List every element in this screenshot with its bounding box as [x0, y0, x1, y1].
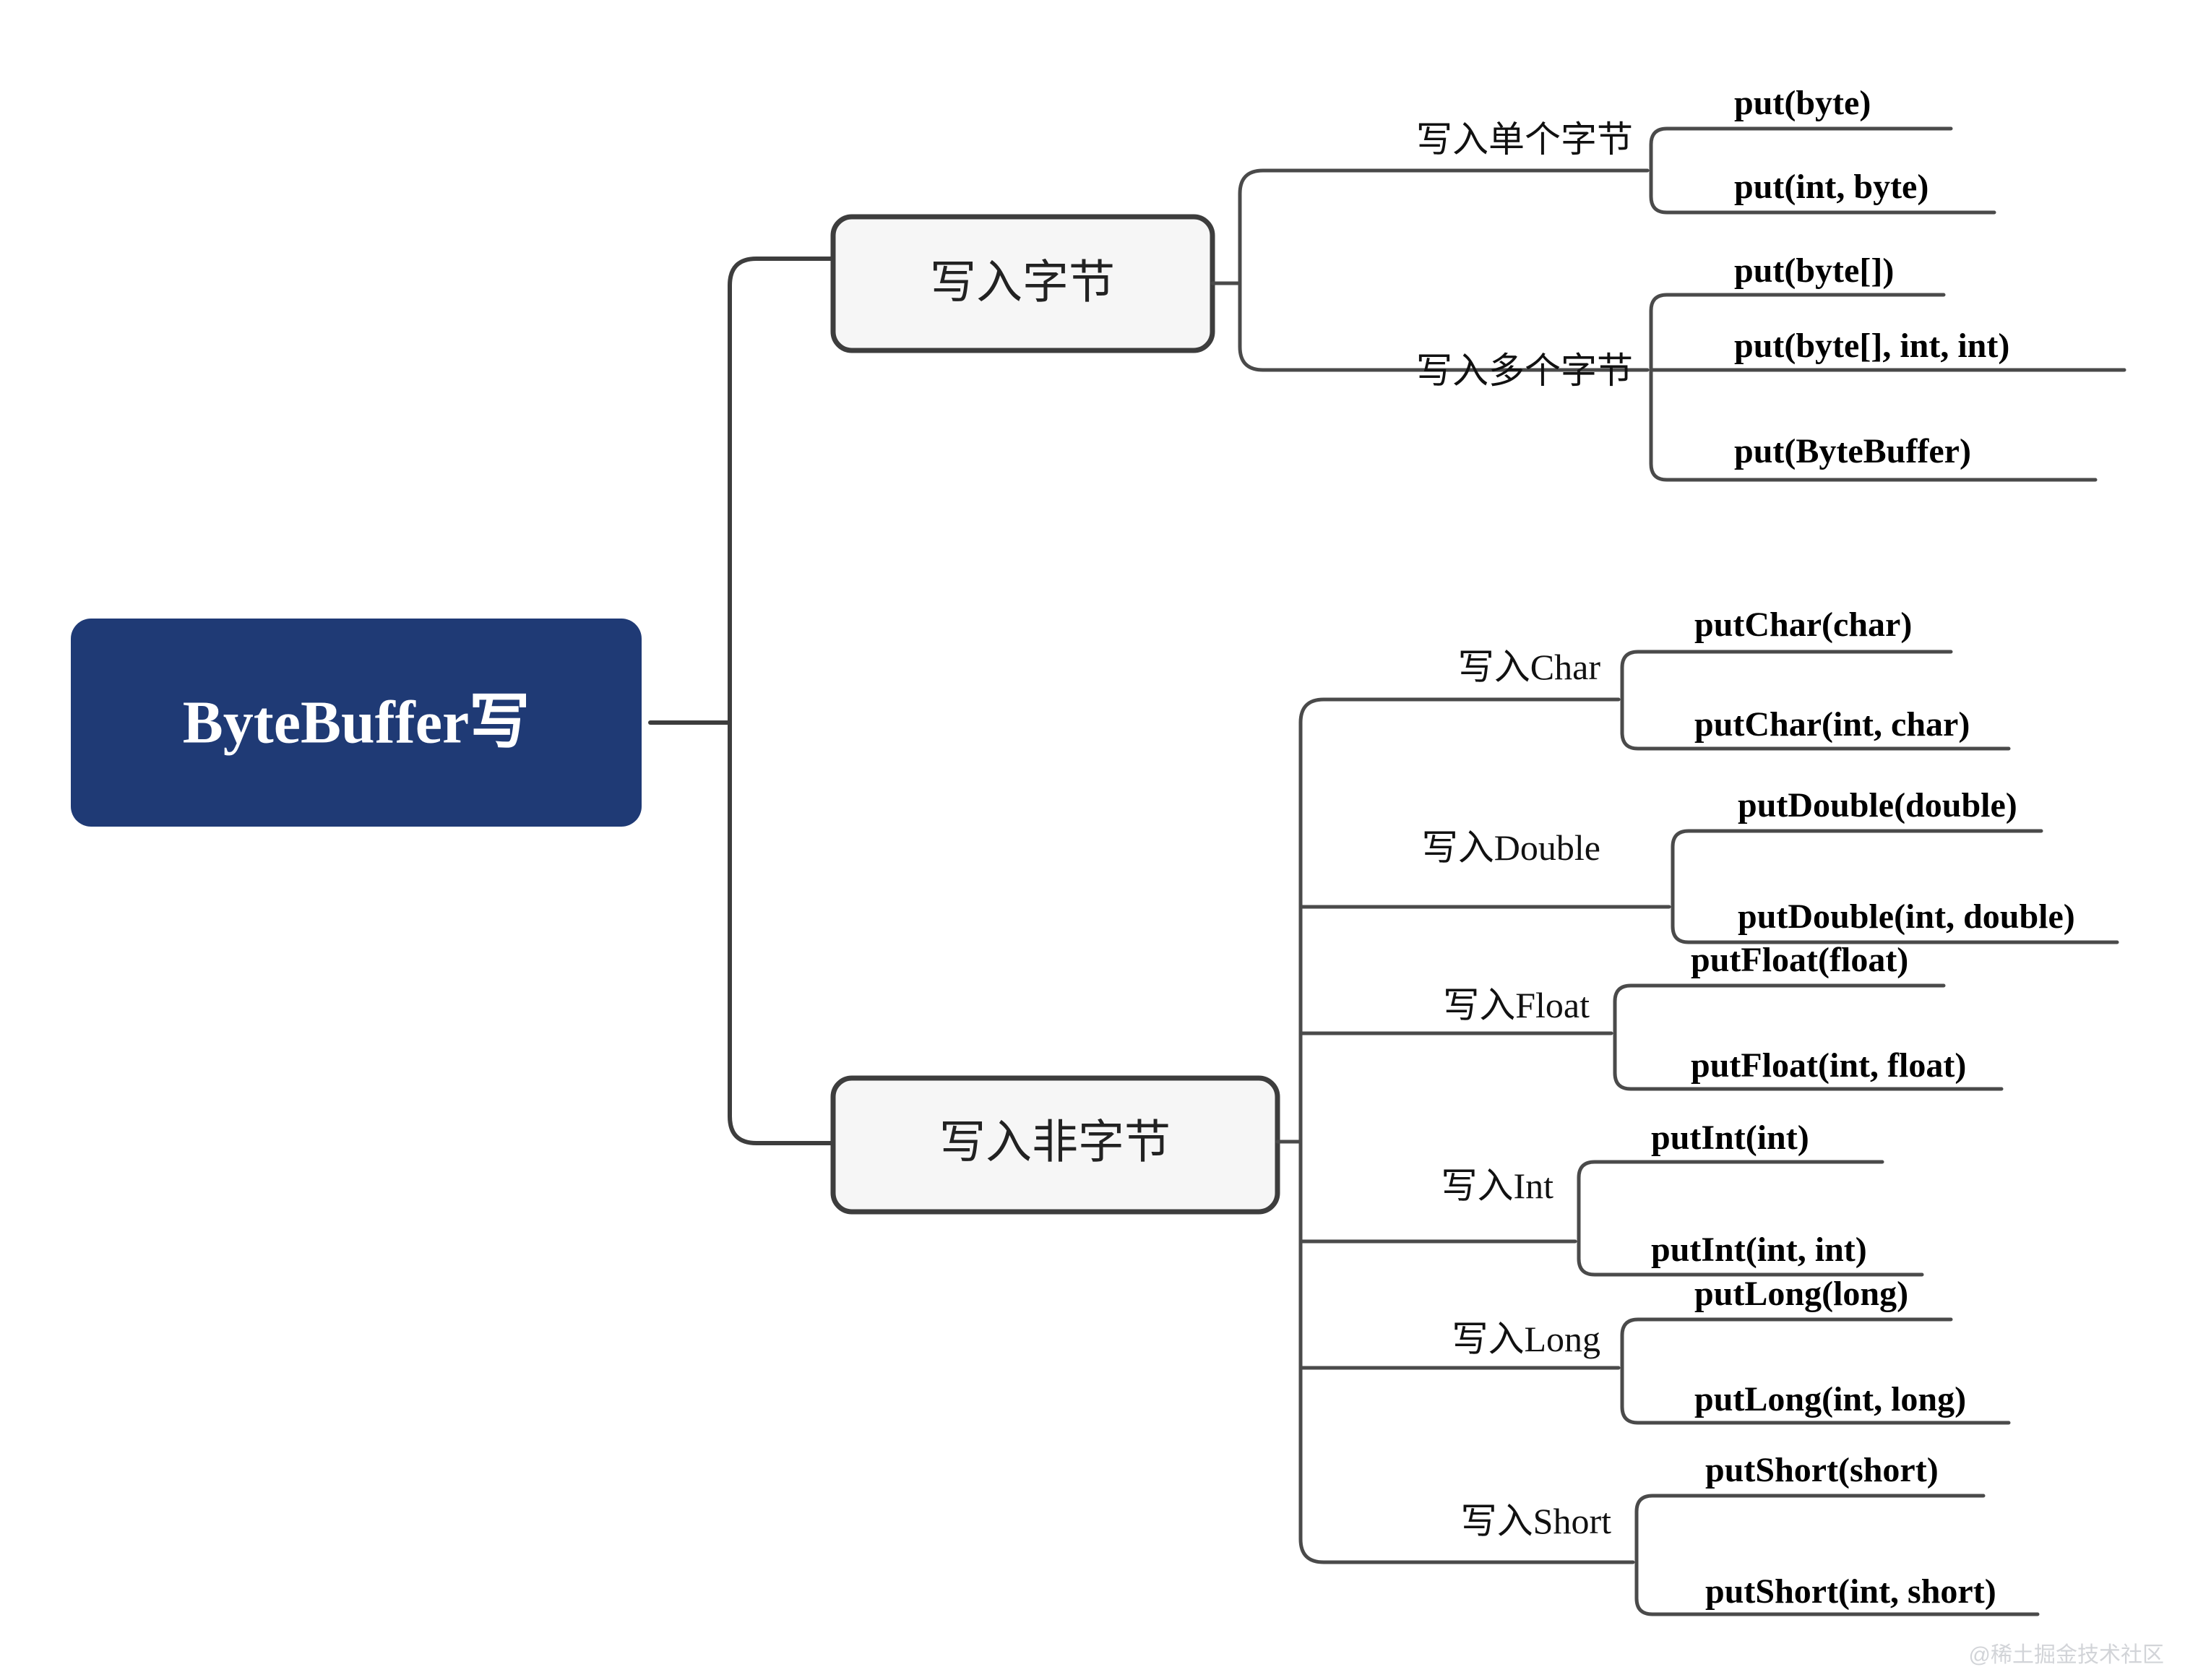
root-node[interactable]: ByteBuffer写: [71, 619, 642, 827]
branch-node-write-bytes-label: 写入字节: [930, 257, 1115, 309]
leaf-label: putFloat(int, float): [1691, 1046, 1966, 1085]
sub-branch-label-write-double: 写入Double: [1422, 827, 1600, 868]
group-char-to-leaf-2: [1620, 697, 2011, 751]
leaf-label: putDouble(double): [1738, 786, 2017, 824]
group-1-1-to-leaf-2: [1649, 168, 1996, 215]
root-node-box: [71, 619, 642, 827]
branch-2-to-group-float: [1298, 1031, 1613, 1144]
sub-branch-label-write-float: 写入Float: [1443, 985, 1590, 1025]
group-long-to-leaf-2: [1620, 1366, 2011, 1425]
trunk-to-branch-1: [728, 257, 833, 725]
group-double-to-leaf-1: [1671, 829, 2043, 909]
leaf-label: putChar(int, char): [1694, 705, 1970, 744]
group-float-to-leaf-2: [1613, 1031, 2004, 1091]
branch-2-to-group-short: [1298, 1140, 1635, 1564]
branch-node-write-bytes[interactable]: 写入字节: [830, 214, 1215, 353]
group-int-to-leaf-2: [1577, 1239, 1924, 1277]
group-short-to-leaf-1: [1634, 1494, 1986, 1564]
group-char-to-leaf-1: [1620, 650, 1953, 702]
leaf-label: put(byte[]): [1734, 251, 1894, 290]
leaf-label: put(byte): [1734, 84, 1871, 122]
sub-branch-label-write-int: 写入Int: [1441, 1166, 1553, 1206]
watermark-label: @稀土掘金技术社区: [1969, 1643, 2164, 1667]
sub-branch-label-write-multi-byte: 写入多个字节: [1416, 350, 1633, 391]
leaf-label: putShort(int, short): [1705, 1572, 1996, 1611]
leaf-label: put(ByteBuffer): [1734, 432, 1971, 470]
sub-branch-label-write-char: 写入Char: [1458, 647, 1601, 687]
branch-1-to-group-1: [1238, 168, 1650, 285]
leaf-label: putFloat(float): [1691, 941, 1908, 979]
branch-node-write-non-bytes[interactable]: 写入非字节: [830, 1075, 1280, 1215]
group-1-2-to-leaf-1: [1649, 293, 1946, 372]
branch-node-write-non-bytes-box: [830, 1075, 1280, 1215]
group-1-1-to-leaf-1: [1649, 126, 1953, 173]
group-short-to-leaf-2: [1634, 1560, 2040, 1616]
group-float-to-leaf-1: [1613, 983, 1946, 1035]
group-int-to-leaf-1: [1577, 1160, 1884, 1244]
branch-node-write-non-bytes-label: 写入非字节: [939, 1117, 1171, 1168]
leaf-label: putLong(long): [1694, 1275, 1908, 1313]
group-double-to-leaf-2: [1671, 905, 2119, 944]
leaf-label: putChar(char): [1694, 606, 1912, 644]
leaf-label: put(int, byte): [1734, 168, 1928, 206]
sub-branch-label-write-long: 写入Long: [1452, 1319, 1600, 1359]
branch-2-to-group-char: [1298, 697, 1621, 1144]
leaf-label: putShort(short): [1705, 1451, 1939, 1489]
sub-branch-label-write-short: 写入Short: [1461, 1501, 1611, 1541]
trunk-to-branch-2: [728, 720, 833, 1145]
leaf-label: putDouble(int, double): [1738, 897, 2075, 936]
leaf-label: putInt(int, int): [1651, 1231, 1867, 1269]
group-long-to-leaf-1: [1620, 1317, 1953, 1370]
leaf-label: putInt(int): [1651, 1119, 1809, 1157]
leaf-label: put(byte[], int, int): [1734, 327, 2009, 365]
sub-branch-label-write-single-byte: 写入单个字节: [1416, 119, 1633, 160]
root-node-label: ByteBuffer写: [183, 689, 530, 756]
leaf-label: putLong(int, long): [1694, 1380, 1966, 1418]
branch-1-to-group-2: [1238, 281, 1650, 372]
group-1-2-to-leaf-3: [1649, 368, 2098, 482]
